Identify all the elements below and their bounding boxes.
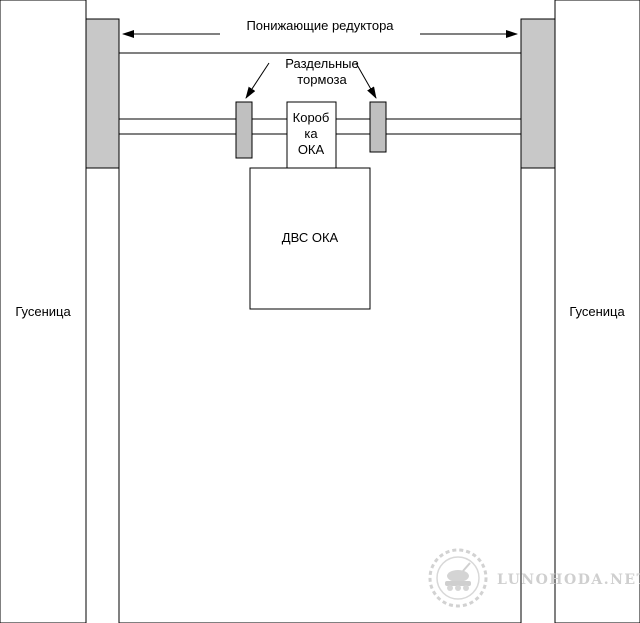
gearbox-label-line3: ОКА <box>298 142 325 157</box>
brake-arrow-left <box>245 62 270 99</box>
left-track <box>0 0 87 623</box>
right-track-label: Гусеница <box>569 304 625 319</box>
reducers-label: Понижающие редуктора <box>246 18 394 33</box>
right-reducer <box>520 18 556 169</box>
left-brake <box>235 101 253 159</box>
brakes-label-line2: тормоза <box>297 72 347 87</box>
left-reducer <box>85 18 120 169</box>
gearbox-label-line1: Короб <box>293 110 330 125</box>
left-track-label: Гусеница <box>15 304 71 319</box>
brakes-label-line1: Раздельные <box>285 56 359 71</box>
gearbox-label-line2: ка <box>304 126 318 141</box>
brake-arrow-right <box>355 62 377 99</box>
right-track <box>554 0 640 623</box>
right-brake <box>369 101 387 153</box>
engine-box <box>249 167 371 310</box>
engine-label: ДВС ОКА <box>282 230 339 245</box>
watermark-text: LUNOHODA.NET <box>497 572 640 588</box>
gearbox-box <box>286 101 337 169</box>
lunokhod-emblem-icon <box>428 548 488 608</box>
